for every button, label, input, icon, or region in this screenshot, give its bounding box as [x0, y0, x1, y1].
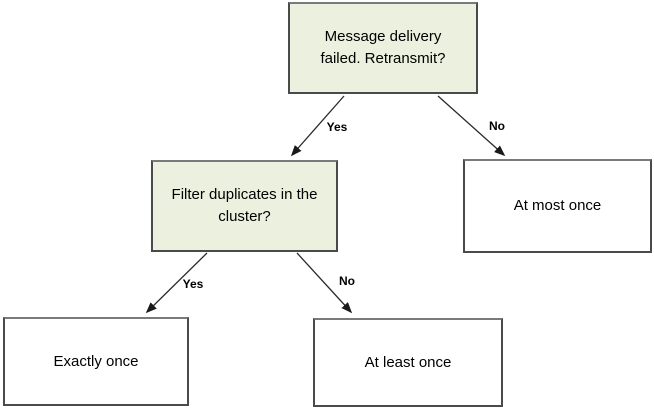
node-question-filter-duplicates: Filter duplicates in the cluster?	[151, 160, 338, 252]
edge-no-to-at-least-once	[296, 252, 353, 314]
edge-yes-to-filter-duplicates	[290, 95, 345, 157]
node-question-retransmit: Message delivery failed. Retransmit?	[288, 2, 478, 94]
node-outcome-at-most-once: At most once	[463, 159, 652, 253]
node-outcome-at-most-once-label: At most once	[513, 197, 602, 215]
edge-yes-to-exactly-once	[145, 252, 208, 314]
edge-label-yes-filter: Yes	[182, 277, 204, 291]
edge-no-to-at-most-once	[437, 95, 506, 157]
node-outcome-at-least-once: At least once	[313, 318, 503, 407]
node-outcome-exactly-once-label: Exactly once	[53, 352, 139, 370]
edge-label-no-filter: No	[339, 274, 355, 288]
node-question-filter-duplicates-label: Filter duplicates in the cluster?	[171, 186, 318, 225]
node-outcome-exactly-once: Exactly once	[3, 317, 189, 406]
node-question-retransmit-label: Message delivery failed. Retransmit?	[320, 28, 446, 67]
node-outcome-at-least-once-label: At least once	[364, 353, 452, 371]
edge-label-yes-retransmit: Yes	[326, 120, 348, 134]
edge-label-no-retransmit: No	[489, 119, 505, 133]
